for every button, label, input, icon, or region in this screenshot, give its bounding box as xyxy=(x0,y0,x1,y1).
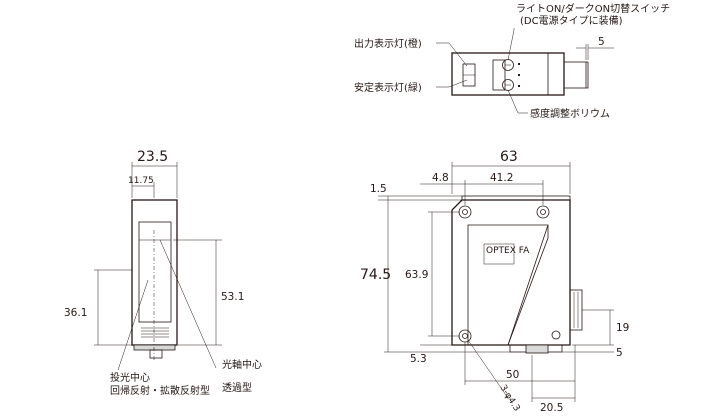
top-view: ライトON/ダークON切替スイッチ (DC電源タイプに装備) 出力表示灯(橙) … xyxy=(354,2,670,120)
callout-switch-line2: (DC電源タイプに装備) xyxy=(520,14,623,27)
dim-front-width: 63 xyxy=(500,149,518,165)
callout-axis-line2: 透過型 xyxy=(222,381,252,394)
front-view: OPTEX FA 63 4.8 41.2 xyxy=(360,149,629,414)
front-window xyxy=(467,224,549,346)
front-view-body xyxy=(451,199,571,346)
dim-5-top: 5 xyxy=(598,36,605,48)
dim-side-center: 11.75 xyxy=(128,176,154,186)
dim-hole-vertical: 63.9 xyxy=(405,269,428,281)
mounting-hole xyxy=(458,329,472,343)
callout-axis-line1: 光軸中心 xyxy=(222,358,262,371)
mounting-hole xyxy=(458,205,472,219)
screw xyxy=(551,330,561,340)
dim-holes: 3-φ4.3 xyxy=(497,383,521,413)
dim-top: 1.5 xyxy=(370,183,387,195)
callout-emitter-line1: 投光中心 xyxy=(110,371,150,384)
dim-hole-pitch: 41.2 xyxy=(490,172,513,184)
callout-sensitivity: 感度調整ボリウム xyxy=(530,107,610,120)
side-connector xyxy=(569,289,583,331)
top-view-connector xyxy=(563,61,589,89)
dim-connector-5: 5 xyxy=(616,347,623,359)
dim-lens-height: 53.1 xyxy=(221,291,244,303)
dim-50: 50 xyxy=(506,369,519,381)
dim-connector-19: 19 xyxy=(616,322,629,334)
side-view: 23.5 11.75 53.1 36.1 投光中心 回帰反射・拡散反射型 光軸中… xyxy=(64,149,262,397)
switch-frame xyxy=(492,59,506,91)
side-vent xyxy=(141,327,169,338)
logo-text: OPTEX FA xyxy=(486,246,530,256)
callout-stable-led: 安定表示灯(緑) xyxy=(354,81,422,94)
callout-switch-line1: ライトON/ダークON切替スイッチ xyxy=(516,2,670,15)
dim-side-width: 23.5 xyxy=(137,149,168,165)
callout-output-led: 出力表示灯(橙) xyxy=(354,37,422,50)
dim-front-height: 74.5 xyxy=(360,267,391,283)
side-view-lens xyxy=(138,221,172,323)
dim-bottom: 5.3 xyxy=(410,353,427,365)
dim-hole-offset: 4.8 xyxy=(432,172,449,184)
dim-20-5: 20.5 xyxy=(540,402,563,414)
callout-emitter-line2: 回帰反射・拡散反射型 xyxy=(110,384,210,397)
dim-beam-height: 36.1 xyxy=(64,307,87,319)
mounting-hole xyxy=(536,205,550,219)
logo-box xyxy=(483,243,515,265)
